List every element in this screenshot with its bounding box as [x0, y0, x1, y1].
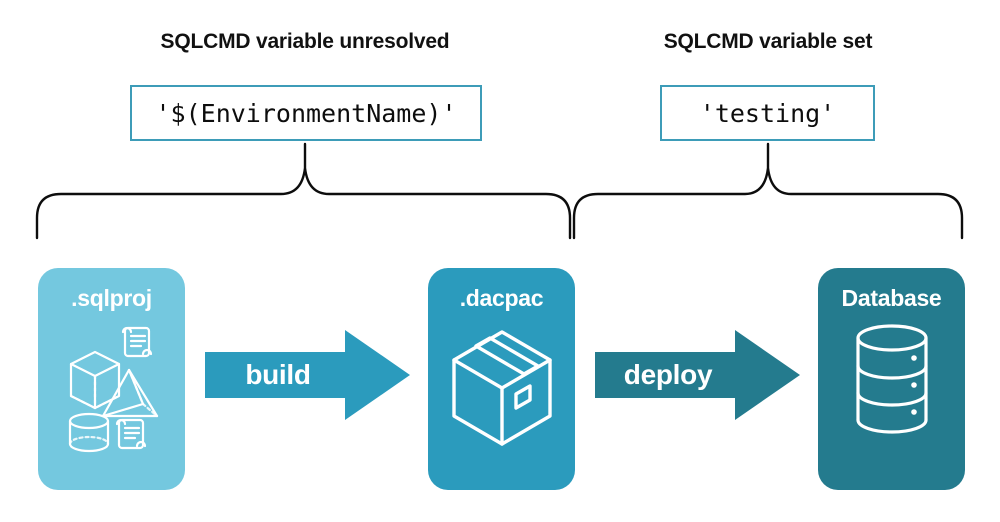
sql-objects-icon — [38, 320, 185, 455]
node-database-label: Database — [841, 285, 942, 311]
node-sqlproj: .sqlproj — [38, 268, 185, 490]
node-dacpac: .dacpac — [428, 268, 575, 490]
variable-value-box-set: 'testing' — [660, 85, 875, 141]
node-database: Database — [818, 268, 965, 490]
node-sqlproj-label: .sqlproj — [71, 285, 152, 311]
brace-right-icon — [572, 142, 964, 240]
arrow-build: build — [205, 330, 410, 420]
package-box-icon — [428, 320, 575, 456]
scroll-icon-top — [121, 326, 152, 358]
brace-group — [0, 138, 1000, 246]
brace-left-icon — [35, 142, 572, 240]
arrow-build-icon — [205, 330, 410, 420]
section-heading-left: SQLCMD variable unresolved — [160, 30, 450, 53]
brace-svg — [35, 142, 964, 240]
section-heading-right: SQLCMD variable set — [663, 30, 873, 53]
arrow-deploy: deploy — [595, 330, 800, 420]
cylinder-icon — [68, 412, 109, 453]
pyramid-icon — [101, 368, 158, 418]
variable-value-box-unresolved: '$(EnvironmentName)' — [130, 85, 482, 141]
scroll-icon-bottom — [115, 418, 146, 450]
node-dacpac-label: .dacpac — [459, 285, 544, 311]
arrow-deploy-icon — [595, 330, 800, 420]
database-cylinder-icon — [818, 320, 965, 440]
